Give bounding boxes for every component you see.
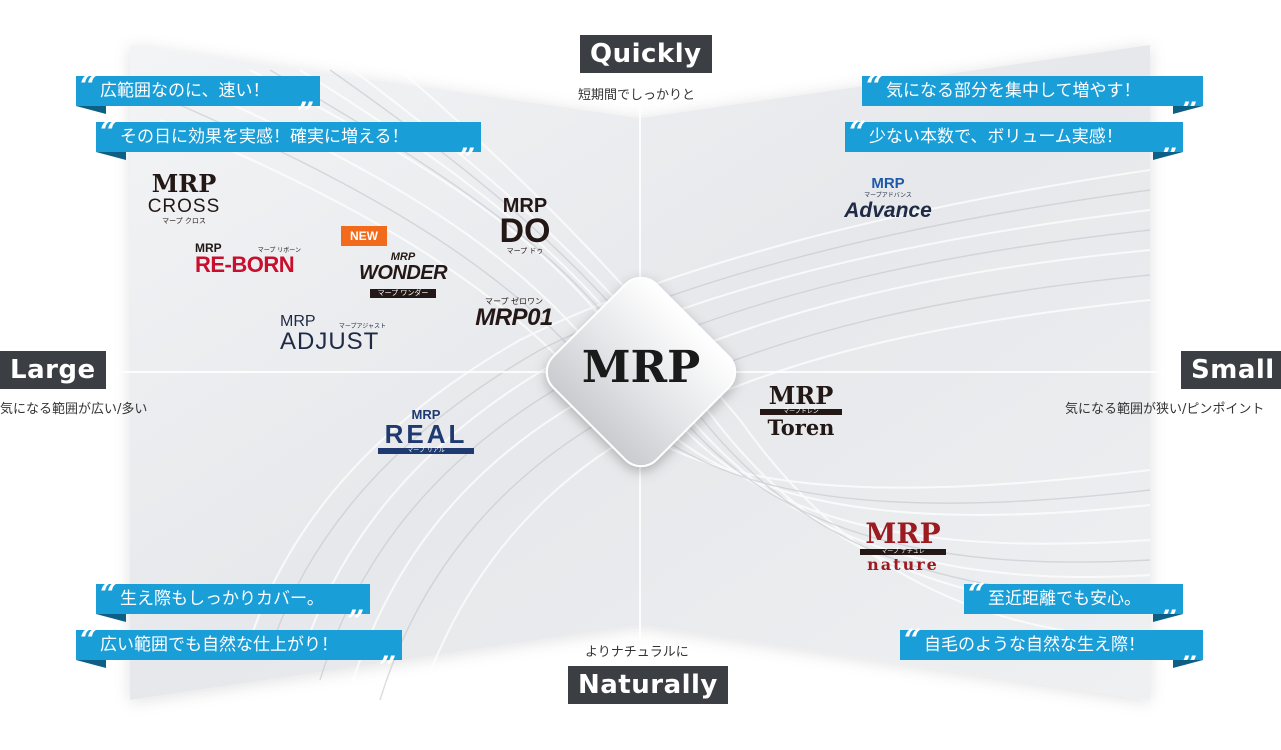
logo-kana: マープ ワンダー — [369, 289, 437, 298]
logo-name: MRP01 — [475, 304, 553, 331]
bubble-text: 生え際もしっかりカバー。 — [120, 589, 324, 609]
bubble-bottom-right-2: “自毛のような自然な生え際！„ — [900, 626, 1203, 668]
logo-brand: MRP — [151, 169, 217, 198]
new-badge: NEW — [341, 226, 387, 246]
logo-name: Toren — [767, 415, 835, 440]
product-logo-real[interactable]: MRP REAL マープ リアル — [378, 408, 474, 454]
axis-sub-small: 気になる範囲が狭い/ピンポイント — [1065, 402, 1265, 417]
logo-brand: MRP — [871, 175, 905, 192]
bubble-bottom-left-2: “広い範囲でも自然な仕上がり！„ — [76, 626, 402, 668]
bubble-top-right-1: “気になる部分を集中して増やす！„ — [862, 72, 1203, 114]
axis-sub-quickly: 短期間でしっかりと — [578, 88, 696, 103]
axis-label-small: Small — [1181, 351, 1281, 389]
bubble-text: 至近距離でも安心。 — [988, 589, 1141, 609]
logo-kana: マープアドバンス — [864, 192, 912, 199]
logo-brand: MRP — [502, 195, 548, 217]
bubble-top-left-1: “広範囲なのに、速い！„ — [76, 72, 320, 114]
logo-name: REAL — [384, 419, 468, 449]
logo-kana: マープ ナチュレ — [860, 549, 946, 555]
logo-brand: MRP — [411, 407, 441, 422]
axis-label-naturally: Naturally — [568, 666, 728, 704]
logo-kana: マープ リアル — [378, 448, 474, 454]
logo-name: RE-BORN — [195, 252, 295, 277]
product-logo-do[interactable]: MRP DO マープ ドゥ — [490, 196, 560, 255]
logo-kana: マープトレン — [760, 409, 842, 415]
product-logo-toren[interactable]: MRP マープトレン Toren — [760, 384, 842, 438]
axis-sub-large: 気になる範囲が広い/多い — [0, 402, 148, 417]
logo-kana: マープ クロス — [162, 217, 206, 225]
bubble-top-left-2: “その日に効果を実感！確実に増える！„ — [96, 118, 481, 160]
center-mrp-logo: MRP — [581, 342, 701, 393]
product-logo-mrp01[interactable]: マープ ゼロワン MRP01 — [460, 298, 568, 330]
logo-kana: マープアジャスト — [338, 323, 386, 330]
logo-name: Advance — [844, 199, 932, 222]
logo-name: CROSS — [147, 196, 221, 217]
logo-brand: MRP — [768, 381, 834, 410]
product-logo-reborn[interactable]: MRP マープ リボーン RE-BORN — [195, 242, 301, 276]
product-logo-wonder[interactable]: NEW MRP WONDER マープ ワンダー — [340, 226, 466, 298]
logo-brand: MRP — [390, 251, 416, 263]
logo-name: DO — [499, 212, 551, 250]
bubble-text: 自毛のような自然な生え際！ — [924, 635, 1145, 655]
logo-name: WONDER — [358, 262, 448, 284]
product-logo-cross[interactable]: MRP CROSS マープ クロス — [140, 172, 228, 225]
bubble-bottom-left-1: “生え際もしっかりカバー。„ — [96, 580, 370, 622]
product-logo-adjust[interactable]: MRP マープアジャスト ADJUST — [280, 314, 386, 354]
logo-name: ADJUST — [280, 328, 380, 355]
axis-label-quickly: Quickly — [580, 35, 712, 73]
bubble-text: 広範囲なのに、速い！ — [100, 81, 270, 101]
logo-kana: マープ ドゥ — [506, 247, 544, 255]
logo-brand: MRP — [865, 517, 941, 550]
product-logo-nature[interactable]: MRP マープ ナチュレ nature — [856, 520, 950, 573]
logo-name: nature — [867, 555, 939, 574]
logo-kana: マープ リボーン — [257, 247, 301, 254]
bubble-text: その日に効果を実感！確実に増える！ — [120, 127, 409, 147]
product-logo-advance[interactable]: MRP マープアドバンス Advance — [836, 176, 940, 221]
bubble-bottom-right-1: “至近距離でも安心。„ — [964, 580, 1183, 622]
logo-brand: MRP — [280, 313, 316, 330]
axis-sub-naturally: よりナチュラルに — [585, 645, 689, 660]
logo-kana: マープ ゼロワン — [484, 297, 544, 306]
bubble-text: 少ない本数で、ボリューム実感！ — [869, 127, 1123, 147]
axis-label-large: Large — [0, 351, 106, 389]
bubble-text: 広い範囲でも自然な仕上がり！ — [100, 635, 338, 655]
logo-brand: MRP — [195, 241, 222, 255]
bubble-top-right-2: “少ない本数で、ボリューム実感！„ — [845, 118, 1183, 160]
bubble-text: 気になる部分を集中して増やす！ — [886, 81, 1141, 101]
